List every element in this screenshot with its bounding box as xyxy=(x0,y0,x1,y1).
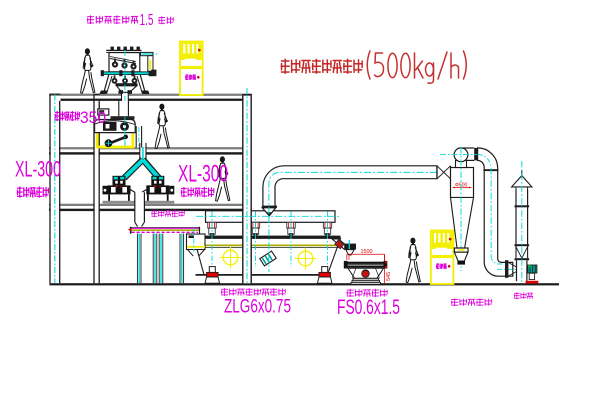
svg-text:XL-300: XL-300 xyxy=(15,157,61,182)
svg-text:ZLG6x0.75: ZLG6x0.75 xyxy=(224,296,291,318)
svg-text:350: 350 xyxy=(80,108,106,127)
svg-text:FS0.6x1.5: FS0.6x1.5 xyxy=(337,296,400,319)
svg-text:1500: 1500 xyxy=(361,249,373,255)
svg-text:5: 5 xyxy=(348,256,351,261)
svg-text:545: 545 xyxy=(386,272,392,281)
svg-text:1.5: 1.5 xyxy=(140,12,154,29)
svg-text:XL-300: XL-300 xyxy=(178,161,228,188)
